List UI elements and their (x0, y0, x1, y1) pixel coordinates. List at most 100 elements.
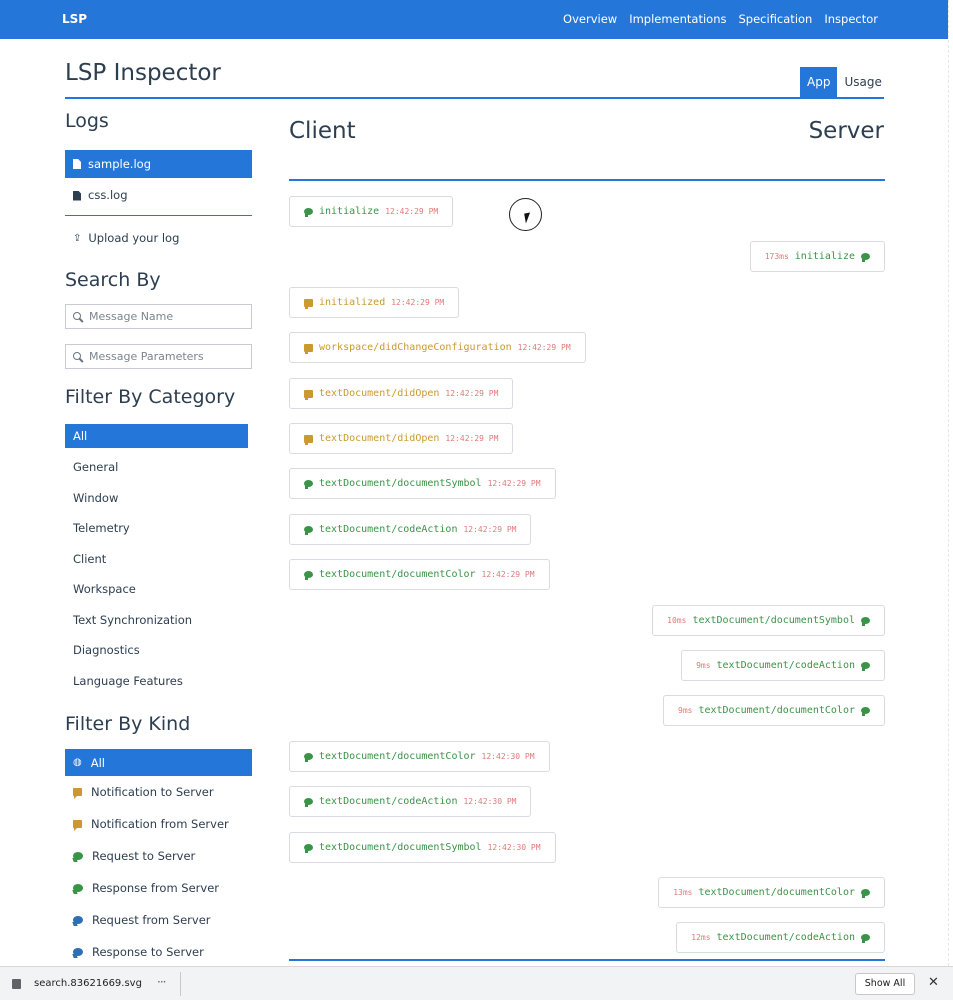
download-file-name[interactable]: search.83621669.svg (34, 978, 142, 989)
nav-inspector[interactable]: Inspector (824, 12, 878, 26)
message-duration: 13ms (673, 888, 693, 897)
message-timestamp: 12:42:29 PM (445, 389, 499, 398)
search-name-placeholder: Message Name (89, 310, 174, 323)
category-window[interactable]: Window (73, 490, 119, 505)
message-name: initialized (319, 297, 386, 308)
kind-response-to-server[interactable]: Response to Server (65, 936, 252, 968)
nav-specification[interactable]: Specification (738, 12, 813, 26)
kind-label: Response from Server (92, 881, 220, 895)
view-tabs: App Usage (800, 67, 889, 97)
kind-label: Request to Server (92, 849, 196, 863)
kind-request-to-server[interactable]: Request to Server (65, 840, 252, 872)
category-language-features[interactable]: Language Features (73, 673, 183, 688)
message-timestamp: 12:42:29 PM (487, 479, 541, 488)
message-timestamp: 12:42:29 PM (481, 570, 535, 579)
message-name: textDocument/codeAction (319, 796, 458, 807)
request-icon (304, 571, 313, 580)
message-timestamp: 12:42:29 PM (517, 343, 571, 352)
request-icon (304, 208, 313, 217)
message-name: textDocument/documentSymbol (319, 842, 482, 853)
search-message-name-input[interactable]: Message Name (65, 304, 252, 329)
close-icon[interactable]: ✕ (928, 975, 939, 990)
tab-usage[interactable]: Usage (844, 75, 882, 89)
upload-label: Upload your log (88, 231, 180, 245)
request-icon (304, 526, 313, 535)
client-message[interactable]: textDocument/documentSymbol 12:42:30 PM (289, 832, 556, 863)
kind-label: All (90, 755, 105, 770)
category-client[interactable]: Client (73, 551, 107, 566)
request-icon (73, 852, 83, 860)
notification-icon (304, 343, 313, 354)
show-all-button[interactable]: Show All (855, 973, 915, 995)
message-name: textDocument/codeAction (716, 660, 855, 671)
category-telemetry[interactable]: Telemetry (73, 521, 130, 535)
message-name: textDocument/codeAction (716, 932, 855, 943)
message-timestamp: 12:42:29 PM (385, 207, 439, 216)
download-more-button[interactable]: ··· (157, 975, 167, 989)
search-message-params-input[interactable]: Message Parameters (65, 344, 252, 369)
kind-notification-to-server[interactable]: Notification to Server (65, 776, 252, 808)
message-name: textDocument/documentColor (319, 751, 476, 762)
kind-notification-from-server[interactable]: Notification from Server (65, 808, 252, 840)
category-all[interactable]: All (65, 424, 248, 448)
notification-icon (304, 389, 313, 400)
upload-log-button[interactable]: ⇪ Upload your log (65, 225, 252, 252)
kind-label: Notification to Server (91, 785, 214, 799)
log-item-css[interactable]: css.log (65, 182, 252, 209)
message-duration: 173ms (764, 252, 789, 261)
globe-icon: ◍ (73, 756, 82, 768)
message-name: textDocument/didOpen (319, 433, 440, 444)
page-title: LSP Inspector (65, 60, 221, 86)
kind-all[interactable]: ◍ All (65, 749, 252, 776)
brand-logo[interactable]: LSP (62, 12, 88, 26)
category-general[interactable]: General (73, 460, 119, 474)
upload-icon: ⇪ (73, 233, 82, 244)
download-bar: search.83621669.svg ··· Show All ✕ (0, 966, 953, 1000)
kind-response-from-server[interactable]: Response from Server (65, 872, 252, 904)
category-diagnostics[interactable]: Diagnostics (73, 643, 140, 657)
category-heading: Filter By Category (65, 386, 236, 408)
request-icon (861, 662, 870, 671)
message-timestamp: 12:42:30 PM (463, 797, 517, 806)
sidebar: Logs sample.log css.log ⇪ Upload your lo… (65, 110, 252, 968)
server-message[interactable]: 9ms textDocument/documentColor (663, 695, 885, 726)
client-message[interactable]: textDocument/codeAction 12:42:30 PM (289, 786, 532, 817)
message-timestamp: 12:42:30 PM (487, 843, 541, 852)
search-icon (73, 311, 83, 322)
tab-app[interactable]: App (800, 67, 838, 97)
category-workspace[interactable]: Workspace (73, 582, 136, 596)
kind-request-from-server[interactable]: Request from Server (65, 904, 252, 936)
message-duration: 9ms (678, 706, 693, 715)
timeline-divider (289, 179, 885, 181)
file-icon (73, 159, 81, 169)
log-item-label: css.log (88, 188, 128, 202)
log-item-sample[interactable]: sample.log (65, 150, 252, 178)
nav-implementations[interactable]: Implementations (629, 12, 727, 26)
message-timestamp: 12:42:29 PM (463, 525, 517, 534)
notification-icon (304, 298, 313, 309)
server-message[interactable]: 9ms textDocument/codeAction (681, 650, 885, 681)
header-divider (65, 97, 884, 99)
message-duration: 10ms (667, 616, 687, 625)
nav-overview[interactable]: Overview (563, 12, 618, 26)
client-message[interactable]: workspace/didChangeConfiguration 12:42:29… (289, 332, 586, 363)
message-name: workspace/didChangeConfiguration (319, 342, 512, 353)
category-text-synchronization[interactable]: Text Synchronization (73, 612, 193, 627)
file-icon (12, 979, 21, 989)
request-icon (304, 753, 313, 762)
message-name: textDocument/documentColor (698, 705, 855, 716)
response-icon (73, 948, 83, 956)
message-duration: 9ms (696, 661, 711, 670)
